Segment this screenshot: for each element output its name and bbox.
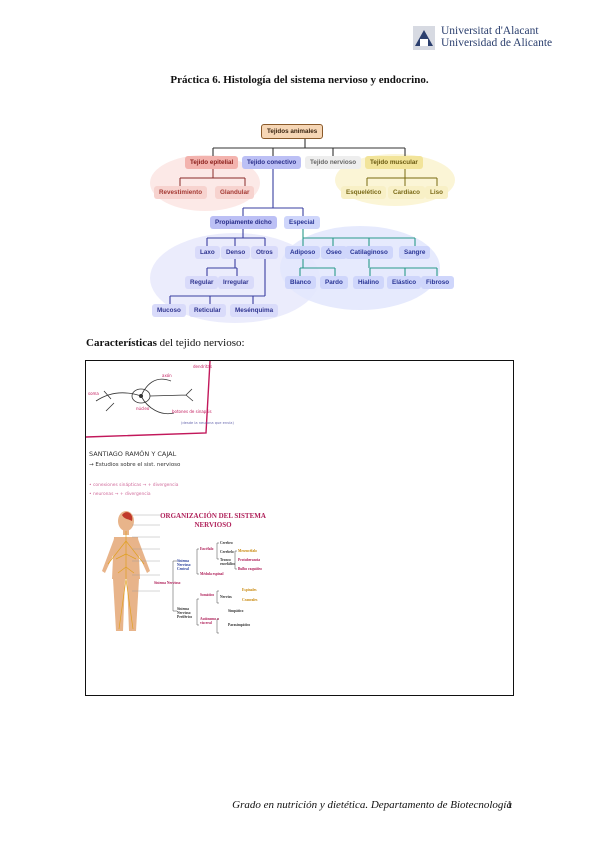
- org-cerebelo: Cerebelo: [220, 550, 234, 554]
- node-blanco: Blanco: [285, 276, 316, 289]
- node-reticular: Reticular: [189, 304, 226, 317]
- node-cardiaco: Cardiaco: [388, 186, 425, 199]
- org-tronco: Tronco encefálico: [220, 558, 236, 566]
- scientist-study: → Estudios sobre el sist. nervioso: [89, 462, 181, 468]
- node-irregular: Irregular: [218, 276, 254, 289]
- org-snc: Sistema Nervioso Central: [177, 559, 191, 571]
- body-label-lines: [132, 514, 160, 592]
- org-cerebro: Cerebro: [220, 541, 233, 545]
- node-revestimiento: Revestimiento: [154, 186, 208, 199]
- node-tejido-muscular: Tejido muscular: [365, 156, 423, 169]
- logo-line-1: Universitat d'Alacant: [441, 25, 539, 37]
- sketch-note: (desde la neurona que envía): [181, 421, 234, 425]
- university-emblem-icon: [413, 26, 435, 50]
- node-tejido-epitelial: Tejido epitelial: [185, 156, 239, 169]
- node-sangre: Sangre: [399, 246, 431, 259]
- note-bullet-1: • conexiones sinápticas → + divergencia: [89, 483, 179, 488]
- org-autonomo: Autónomo o visceral: [200, 617, 219, 625]
- node-glandular: Glandular: [215, 186, 255, 199]
- neuron-sketch: [86, 361, 211, 438]
- section-label: Características del tejido nervioso:: [86, 337, 245, 349]
- node-tejido-conectivo: Tejido conectivo: [242, 156, 302, 169]
- node-regular: Regular: [185, 276, 219, 289]
- node-fibroso: Fibroso: [421, 276, 455, 289]
- node-hialino: Hialino: [353, 276, 384, 289]
- sketch-label-dendritas: dendritas: [193, 364, 212, 369]
- node-cartilaginoso: Catilaginoso: [345, 246, 393, 259]
- tissue-concept-map: Tejidos animales Tejido epitelial Tejido…: [145, 118, 465, 324]
- node-elastico: Elástico: [387, 276, 422, 289]
- document-title: Práctica 6. Histología del sistema nervi…: [170, 74, 429, 86]
- node-propiamente-dicho: Propiamente dicho: [210, 216, 277, 229]
- logo-line-2: Universidad de Alicante: [441, 37, 553, 49]
- node-laxo: Laxo: [195, 246, 220, 259]
- org-espinales: Espinales: [242, 588, 257, 592]
- org-somatico: Somático: [200, 593, 215, 597]
- node-otros: Otros: [251, 246, 278, 259]
- node-esqueletico: Esquelético: [341, 186, 387, 199]
- notes-box: dendritas axón soma núcleo botones de si…: [85, 360, 514, 696]
- sketch-label-axon: axón: [162, 373, 172, 378]
- node-mesenquima: Mesénquima: [230, 304, 279, 317]
- org-craneales: Craneales: [242, 598, 258, 602]
- org-encefalo: Encéfalo: [200, 547, 214, 551]
- note-bullet-2: • neuronas → + divergencia: [89, 492, 151, 497]
- org-medula: Médula espinal: [200, 572, 224, 576]
- scientist-name: SANTIAGO RAMÓN Y CAJAL: [89, 450, 177, 458]
- sketch-label-soma: soma: [88, 391, 99, 396]
- org-parasimpatico: Parasimpático: [228, 623, 251, 627]
- org-protuberancia: Protuberancia: [238, 558, 261, 562]
- node-liso: Liso: [425, 186, 448, 199]
- nervous-system-body-figure: [102, 511, 150, 631]
- org-mesencefalo: Mesencéfalo: [238, 549, 257, 553]
- section-label-bold: Características: [86, 337, 157, 349]
- sketch-label-botones: botones de sinapsis: [172, 409, 212, 414]
- section-label-rest: del tejido nervioso:: [156, 337, 245, 349]
- org-nervios: Nervios: [220, 595, 232, 599]
- organization-title: ORGANIZACIÓN DEL SISTEMA NERVIOSO: [160, 512, 266, 529]
- org-bulbo: Bulbo raquídeo: [238, 567, 262, 571]
- org-sistema-nervioso: Sistema Nervioso: [154, 581, 181, 585]
- page-number: 1: [507, 799, 513, 811]
- org-simpatico: Simpático: [228, 609, 244, 613]
- node-pardo: Pardo: [320, 276, 348, 289]
- node-oseo: Óseo: [321, 246, 347, 259]
- sketch-label-nucleo: núcleo: [136, 406, 150, 411]
- node-adiposo: Adiposo: [285, 246, 321, 259]
- node-tejido-nervioso: Tejido nervioso: [305, 156, 362, 169]
- footer-text: Grado en nutrición y dietética. Departam…: [232, 799, 512, 811]
- organization-tree-lines: [172, 542, 237, 634]
- node-root: Tejidos animales: [261, 124, 324, 139]
- node-mucoso: Mucoso: [152, 304, 186, 317]
- org-snp: Sistema Nervioso Periférico: [177, 607, 193, 619]
- node-especial: Especial: [284, 216, 320, 229]
- node-denso: Denso: [221, 246, 251, 259]
- university-logo: Universitat d'Alacant Universidad de Ali…: [413, 25, 563, 54]
